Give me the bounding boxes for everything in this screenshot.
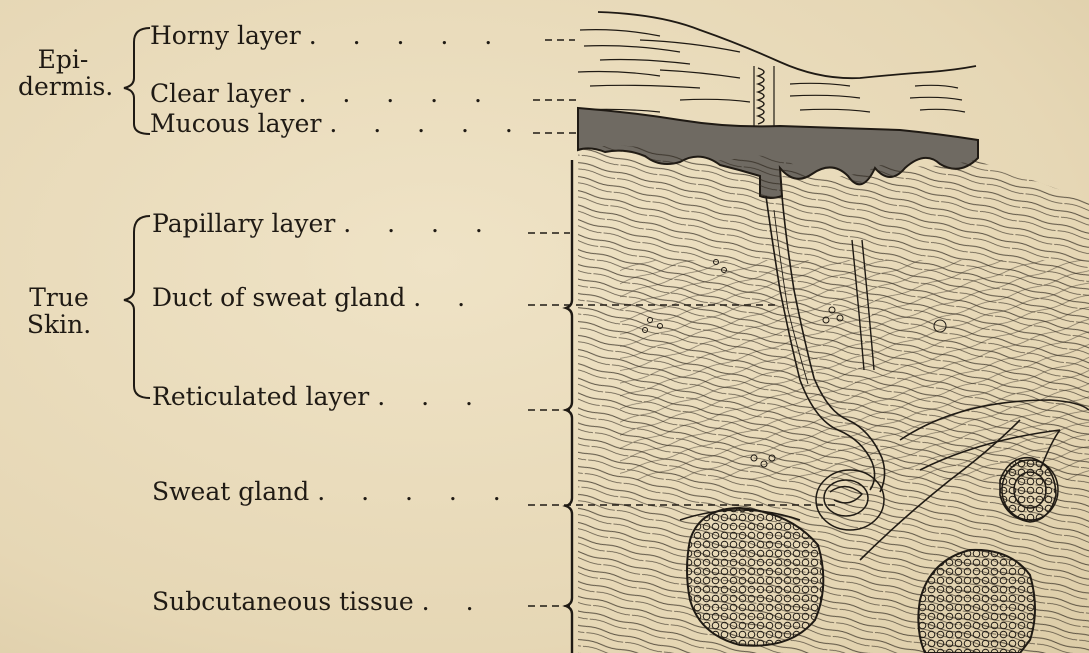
epidermis-brace <box>124 28 150 134</box>
true-skin-brace <box>124 216 150 398</box>
right-brace <box>566 160 572 653</box>
horny-layer-drawing <box>578 12 976 126</box>
